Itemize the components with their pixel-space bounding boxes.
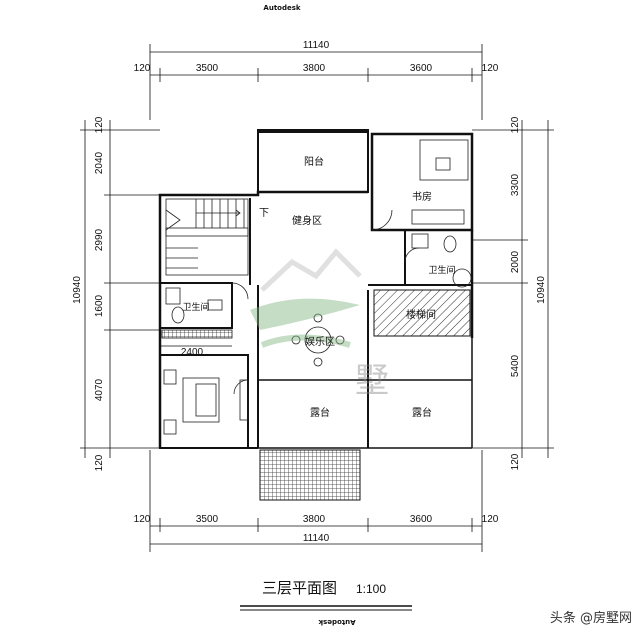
staircase [165,199,249,269]
bottom-dim-2: 3500 [196,514,219,525]
right-dim-1: 120 [510,116,521,133]
left-total-dim: 10940 [72,276,83,304]
walls [158,129,474,501]
top-dimension-chain: 11140 120 3500 3800 3600 120 [134,40,499,120]
left-dimension-chain: 120 2040 2990 1600 4070 120 10940 [72,116,160,471]
top-dim-2: 3500 [196,63,219,74]
right-dim-5: 120 [510,453,521,470]
bottom-dim-1: 120 [134,514,151,525]
left-dim-1: 120 [94,116,105,133]
room-labels: 阳台 书房 健身区 下 卫生间 卫生间 楼梯间 娱乐区 露台 露台 2400 [160,155,456,419]
right-dim-3: 2000 [510,250,521,273]
autodesk-footer-text: Autodesk [318,618,355,626]
top-dim-5: 120 [482,63,499,74]
autodesk-header-text: Autodesk [263,4,300,12]
stair-down-label: 下 [259,208,269,219]
room-bath-left: 卫生间 [182,301,209,313]
watermark-logo-glyph: 墅 [355,361,389,401]
left-dim-6: 120 [94,454,105,471]
room-study: 书房 [412,190,432,203]
bottom-dim-4: 3600 [410,514,433,525]
right-total-dim: 10940 [536,276,547,304]
left-dim-2: 2040 [94,151,105,174]
top-dim-1: 120 [134,63,151,74]
bottom-total-dim: 11140 [303,533,330,544]
furniture [161,139,472,435]
room-balcony: 阳台 [304,155,324,168]
right-dimension-chain: 120 3300 2000 5400 120 10940 [472,116,554,470]
room-gym: 健身区 [292,214,322,227]
inner-dim-2400: 2400 [181,347,204,358]
room-terrace-right: 露台 [412,406,432,419]
top-dim-4: 3600 [410,63,433,74]
bottom-dim-3: 3800 [303,514,326,525]
bottom-dimension-chain: 120 3500 3800 3600 120 11140 [134,450,499,552]
plan-title: 三层平面图 [262,579,337,597]
left-dim-3: 2990 [94,228,105,251]
room-terrace-left: 露台 [310,406,330,419]
bottom-dim-5: 120 [482,514,499,525]
room-entertainment: 娱乐区 [305,335,335,348]
top-total-dim: 11140 [303,40,330,51]
top-dim-3: 3800 [303,63,326,74]
plan-scale: 1:100 [356,582,386,596]
room-stairwell: 楼梯间 [406,308,436,321]
watermark-text: 头条 @房墅网 [550,610,632,626]
right-dim-4: 5400 [510,354,521,377]
watermark-logo: 墅 [250,248,389,401]
left-dim-5: 4070 [94,378,105,401]
right-dim-2: 3300 [510,173,521,196]
left-dim-4: 1600 [94,294,105,317]
drawing-title: 三层平面图 1:100 [240,579,412,611]
room-bath-right: 卫生间 [428,264,455,276]
